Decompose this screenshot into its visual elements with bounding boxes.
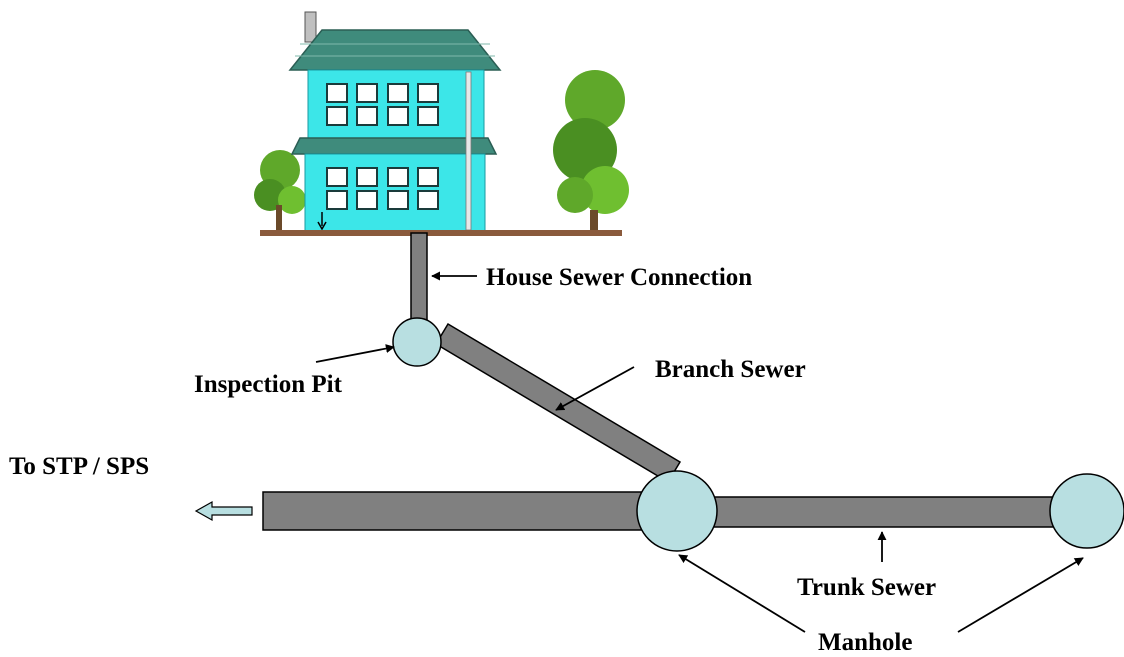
house-sewer-connection-pipe <box>410 232 428 328</box>
label-manhole: Manhole <box>818 629 912 656</box>
inspection-pit <box>392 317 442 367</box>
label-branch-sewer: Branch Sewer <box>655 356 806 383</box>
trunk-sewer-pipe <box>711 496 1058 528</box>
branch-sewer-pipe <box>434 322 682 484</box>
flow-arrow-icon <box>194 500 253 522</box>
inspection-pit-pointer <box>315 344 395 363</box>
house-icon <box>254 0 629 236</box>
manhole-right <box>1049 473 1124 549</box>
label-house-sewer-connection: House Sewer Connection <box>486 264 752 291</box>
manhole-main <box>636 470 718 552</box>
manhole-pointer-right <box>957 557 1084 633</box>
tree-icon <box>254 150 306 230</box>
manhole-pointer-left <box>678 554 806 633</box>
branch-sewer-pointer <box>555 366 635 411</box>
label-to-stp-sps: To STP / SPS <box>9 453 149 480</box>
label-inspection-pit: Inspection Pit <box>194 371 343 398</box>
label-trunk-sewer: Trunk Sewer <box>797 574 936 601</box>
outlet-sewer-pipe <box>262 491 676 531</box>
tree-icon <box>553 70 629 232</box>
